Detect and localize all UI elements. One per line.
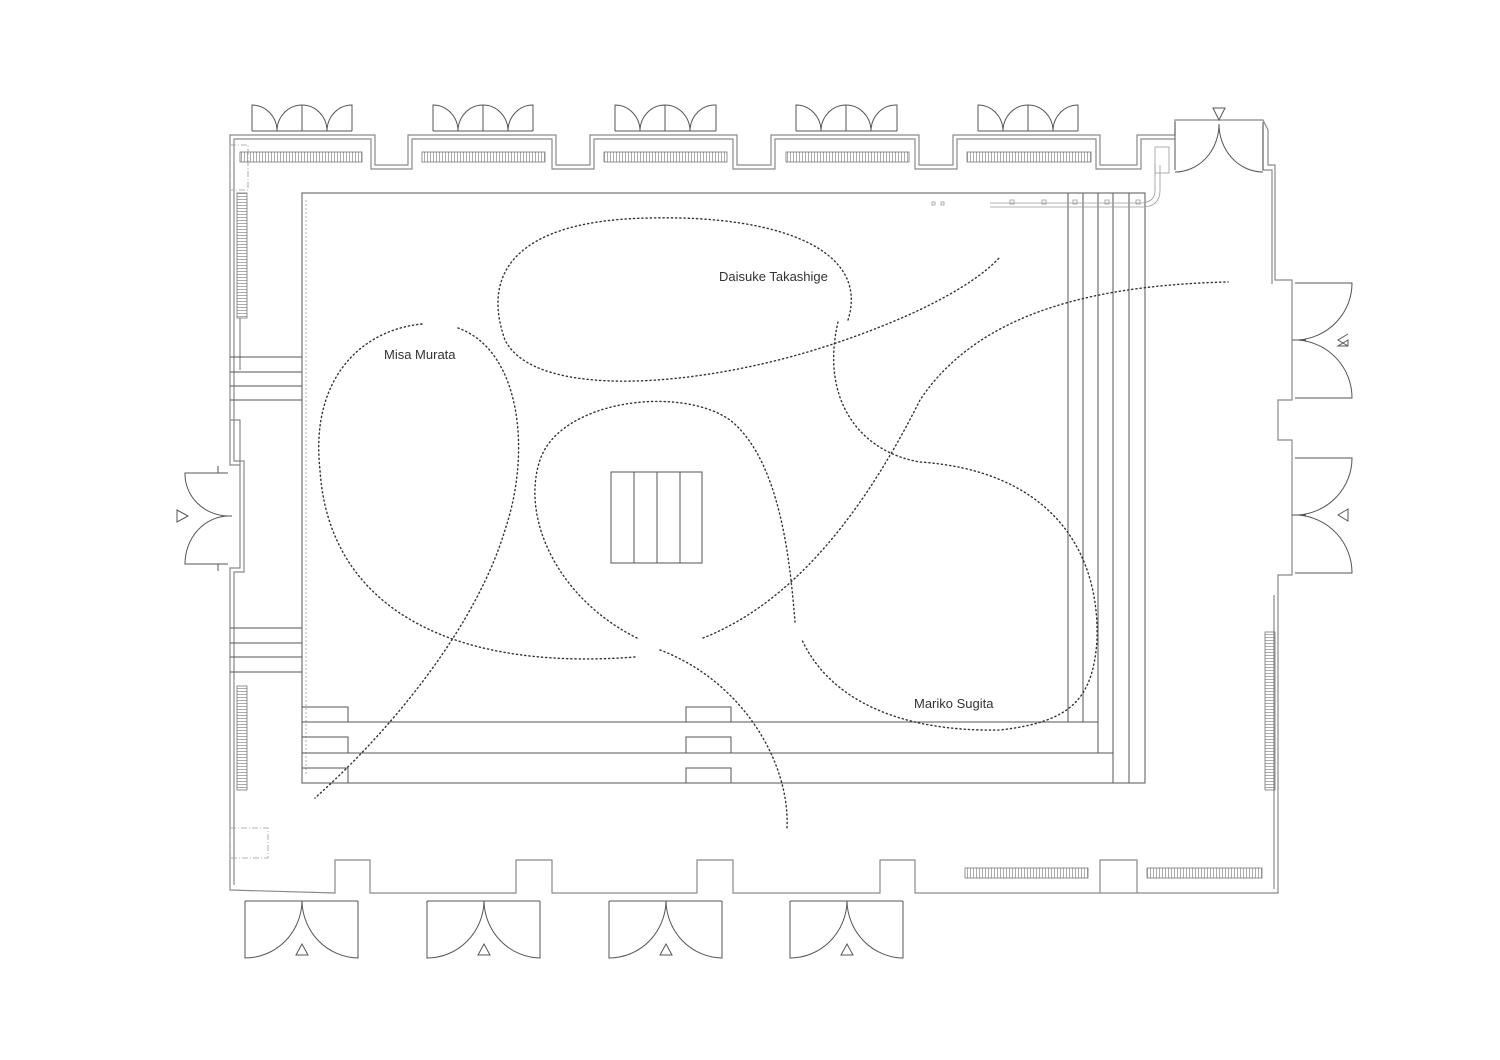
entrance-arrow-icon [1212, 107, 1226, 122]
label-daisuke-takashige: Daisuke Takashige [719, 269, 828, 284]
path-misa-b [314, 327, 520, 799]
path-daisuke [497, 217, 1001, 382]
path-center-tail [659, 649, 788, 829]
center-table [610, 471, 703, 564]
path-mariko [801, 321, 1098, 731]
bottom-doors [244, 900, 904, 959]
label-misa-murata: Misa Murata [384, 347, 456, 362]
path-center-loop [534, 400, 796, 639]
label-mariko-sugita: Mariko Sugita [914, 696, 994, 711]
top-doors [251, 104, 1079, 132]
rail-track [931, 146, 1170, 208]
radiators [236, 151, 1276, 879]
benches [301, 706, 732, 784]
entrance-top-right [1174, 107, 1264, 173]
stage-lines [302, 193, 1130, 783]
left-steps [229, 144, 302, 859]
right-doors [1292, 282, 1353, 574]
outer-wall [229, 119, 1293, 894]
inner-room [301, 146, 1170, 784]
movement-paths [314, 217, 1229, 829]
path-misa-a [318, 323, 636, 660]
path-long [702, 281, 1229, 639]
left-door [176, 466, 232, 571]
